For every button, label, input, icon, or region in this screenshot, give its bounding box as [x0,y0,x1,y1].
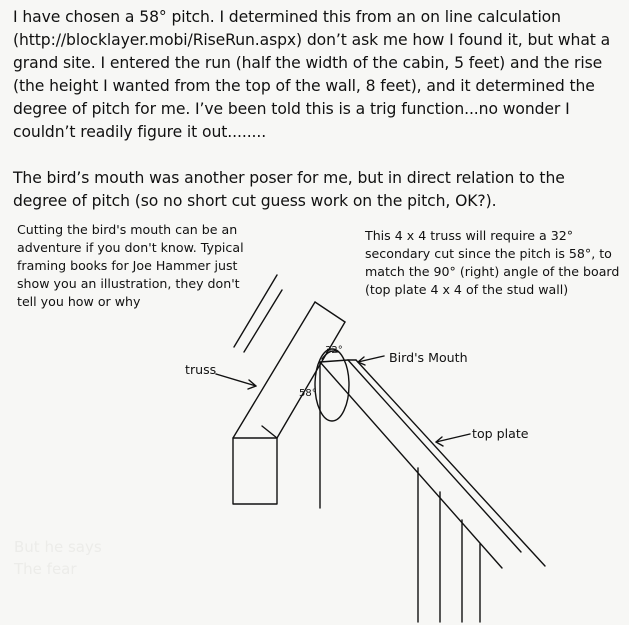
secondary-angle-label: 32° [325,345,343,356]
top-plate [319,359,546,569]
birds-mouth-arrow [357,355,385,366]
top-plate-arrow [435,433,471,447]
birds-mouth-paragraph: The bird’s mouth was another poser for m… [13,169,565,210]
upper-rafter-lines [233,274,283,353]
birds-mouth-label: Bird's Mouth [389,350,468,365]
stud-lines [319,361,481,623]
faded-text-line-1: But he says [14,538,102,556]
intro-paragraph: I have chosen a 58° pitch. I determined … [13,8,611,141]
truss-arrow [215,373,257,390]
top-plate-label: top plate [472,426,529,441]
faded-text-line-2: The fear [14,560,77,578]
truss-label: truss [185,362,216,377]
truss-beam [232,301,346,505]
birds-mouth-circle [314,348,350,422]
left-handwritten-note: Cutting the bird's mouth can be an adven… [17,222,244,309]
pitch-angle-label: 58° [299,388,317,399]
right-handwritten-note: This 4 x 4 truss will require a 32° seco… [365,228,620,297]
